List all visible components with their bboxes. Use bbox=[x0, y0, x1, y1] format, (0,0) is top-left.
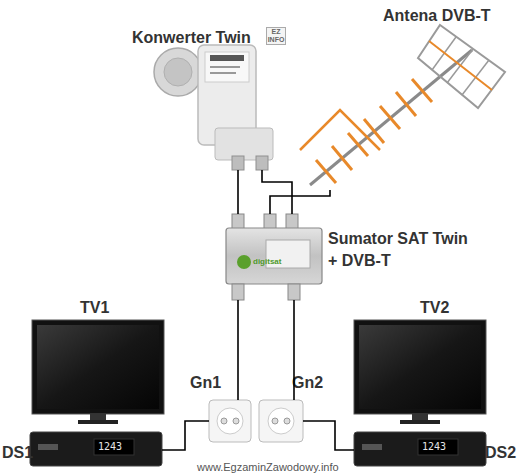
tv-screen bbox=[359, 325, 481, 409]
socket-port bbox=[233, 418, 239, 424]
component-label: TV2 bbox=[420, 298, 449, 317]
antenna-reflector bbox=[429, 41, 492, 90]
component-label: Gn1 bbox=[190, 373, 221, 392]
antenna-reflector bbox=[418, 25, 505, 108]
set-top-box bbox=[30, 432, 162, 466]
antenna-boom bbox=[310, 50, 472, 185]
tv-stand bbox=[78, 420, 118, 424]
component-label: Sumator SAT Twin + DVB-T bbox=[328, 228, 476, 272]
box-display bbox=[418, 439, 458, 455]
lnb-sticker bbox=[210, 55, 244, 61]
wall-socket: Gn2 bbox=[259, 400, 303, 442]
antenna-element bbox=[380, 106, 400, 129]
lnb-converter: Konwerter Twin bbox=[158, 45, 273, 170]
brand-logo: digitsat bbox=[253, 257, 281, 266]
tv-set: TV2 bbox=[354, 320, 486, 424]
lnb-horn bbox=[154, 48, 202, 96]
lnb-horn bbox=[164, 58, 192, 86]
tv-screen bbox=[37, 325, 159, 409]
coax-cable bbox=[237, 170, 239, 214]
box-display bbox=[94, 439, 134, 455]
coax-cable bbox=[237, 300, 239, 400]
combiner-body bbox=[226, 228, 322, 284]
antenna-element bbox=[332, 146, 352, 170]
coax-cable bbox=[262, 170, 292, 214]
box-logo bbox=[38, 444, 58, 450]
tv-frame bbox=[32, 320, 164, 414]
display-digits: 1243 bbox=[422, 441, 446, 453]
antenna-element bbox=[364, 119, 384, 143]
tv-frame bbox=[354, 320, 486, 414]
wall-socket bbox=[259, 400, 303, 442]
combiner-logo bbox=[237, 255, 251, 269]
lnb-base bbox=[215, 128, 273, 160]
antenna: Antena DVB-T bbox=[295, 20, 507, 190]
f-connector bbox=[232, 156, 244, 170]
socket-port bbox=[272, 418, 278, 424]
wall-socket: Gn1 bbox=[209, 400, 251, 442]
tv-set: TV1 bbox=[32, 320, 164, 424]
f-connector bbox=[288, 284, 300, 300]
box-logo bbox=[362, 444, 382, 450]
component-label: Konwerter Twin bbox=[132, 28, 251, 47]
socket-port bbox=[221, 418, 227, 424]
display-digits: 1243 bbox=[98, 441, 122, 453]
watermark-logo: EZ INFO bbox=[266, 27, 286, 45]
component-label: Gn2 bbox=[292, 373, 323, 392]
component-label: Antena DVB-T bbox=[383, 6, 491, 25]
antenna-element bbox=[316, 160, 336, 183]
antenna-element bbox=[412, 79, 432, 102]
component-label: DS2 bbox=[485, 443, 516, 462]
tv-stand bbox=[412, 414, 428, 420]
wall-socket bbox=[217, 408, 243, 434]
f-connector bbox=[232, 284, 244, 300]
set-top-box bbox=[354, 432, 486, 466]
lnb-sticker bbox=[205, 52, 249, 82]
set-top-box: DS21243 bbox=[354, 432, 486, 466]
coax-cable bbox=[162, 421, 209, 450]
coax-cable bbox=[270, 190, 330, 214]
tv-stand bbox=[400, 420, 440, 424]
lnb-sticker bbox=[210, 72, 236, 74]
f-connector bbox=[256, 156, 268, 170]
antenna-element bbox=[396, 92, 416, 116]
antenna-dipole bbox=[300, 110, 380, 150]
wall-socket bbox=[268, 408, 294, 434]
combiner: Sumator SAT Twin + DVB-Tdigitsat bbox=[226, 214, 322, 300]
watermark: www.EgzaminZawodowy.info bbox=[197, 461, 339, 473]
coax-cable bbox=[293, 300, 295, 400]
lnb-sticker bbox=[210, 66, 240, 68]
socket-port bbox=[284, 418, 290, 424]
tv-stand bbox=[90, 414, 106, 420]
coax-cable bbox=[303, 421, 354, 450]
component-label: DS1 bbox=[2, 443, 33, 462]
component-label: TV1 bbox=[80, 298, 109, 317]
wall-socket bbox=[209, 400, 251, 442]
set-top-box: DS11243 bbox=[30, 432, 162, 466]
